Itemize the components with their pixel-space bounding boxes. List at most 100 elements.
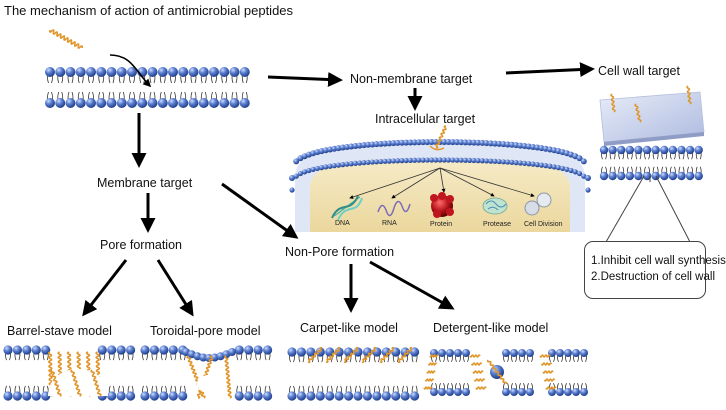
lipid-head bbox=[555, 165, 562, 171]
lipid-head bbox=[45, 67, 55, 77]
lipid-head bbox=[353, 347, 363, 357]
peptides bbox=[47, 29, 692, 399]
peptide-helix bbox=[486, 359, 508, 385]
lipid-head bbox=[107, 391, 117, 401]
lipid-head bbox=[660, 171, 669, 181]
lipid-head bbox=[395, 158, 401, 164]
peptide-helix bbox=[543, 378, 556, 382]
lipid-head bbox=[428, 139, 435, 146]
lipid-head bbox=[608, 145, 617, 155]
cell-wall-effect-1: 1.Inhibit cell wall synthesis bbox=[591, 255, 726, 267]
lipid-head bbox=[209, 67, 219, 77]
label-intracellular-target: Intracellular target bbox=[375, 112, 476, 126]
lipid-head bbox=[362, 391, 373, 401]
cell-wall-edge bbox=[604, 132, 704, 146]
lipid-head bbox=[407, 139, 414, 146]
lipid-head bbox=[3, 391, 13, 401]
lipid-head bbox=[403, 139, 410, 146]
peptide-helix bbox=[424, 378, 435, 382]
lipid-head bbox=[441, 139, 448, 146]
protease-icon bbox=[482, 197, 508, 215]
lipid-head bbox=[149, 391, 160, 401]
lipid-head bbox=[572, 388, 580, 396]
lipid-head bbox=[381, 391, 391, 401]
lipid-head bbox=[293, 158, 300, 165]
lipid-head bbox=[45, 98, 55, 108]
lipid-head bbox=[560, 165, 566, 172]
lipid-head bbox=[462, 157, 468, 163]
lipid-head bbox=[31, 345, 41, 355]
lipid-head bbox=[373, 159, 380, 165]
lipid-head bbox=[178, 391, 188, 401]
arrow-to-non-membrane bbox=[267, 72, 343, 87]
lipid-head bbox=[289, 175, 295, 181]
lipid-head bbox=[685, 171, 695, 181]
lipid-head bbox=[510, 349, 518, 357]
lipid-head bbox=[454, 349, 462, 357]
lipid-head bbox=[168, 391, 178, 401]
lipid-head bbox=[198, 98, 209, 108]
lipid-head bbox=[137, 98, 148, 108]
lipid-head bbox=[420, 139, 427, 146]
lipid-head bbox=[353, 391, 363, 401]
lipid-head bbox=[475, 139, 482, 146]
label-detergent-like-model: Detergent-like model bbox=[433, 321, 549, 335]
lipid-head bbox=[530, 161, 536, 167]
bilayer bbox=[3, 345, 136, 401]
lipid-head bbox=[538, 162, 545, 168]
lipid-head bbox=[127, 67, 137, 77]
lipid-head bbox=[239, 98, 250, 108]
lipid-head bbox=[433, 157, 439, 163]
lipid-head bbox=[453, 139, 460, 146]
arrow-to-toroidal bbox=[156, 259, 194, 317]
lipid-head bbox=[334, 391, 344, 401]
lipid-head bbox=[327, 163, 333, 169]
lipid-head bbox=[97, 345, 107, 355]
arrow-to-cell-wall bbox=[505, 62, 595, 78]
lipid-head bbox=[125, 345, 136, 355]
lipid-head bbox=[198, 67, 209, 77]
lipid-head bbox=[608, 171, 617, 181]
lipid-head bbox=[625, 171, 635, 181]
peptide-helix bbox=[545, 386, 557, 390]
lipid-head bbox=[390, 140, 397, 147]
lipid-head bbox=[12, 391, 23, 401]
lipid-head bbox=[391, 391, 401, 401]
lipid-head bbox=[386, 140, 393, 147]
lipid-head bbox=[209, 98, 219, 108]
label-toroidal-pore-model: Toroidal-pore model bbox=[150, 324, 261, 338]
lipid-head bbox=[228, 348, 236, 356]
label-protein: Protein bbox=[430, 221, 453, 228]
lipid-head bbox=[390, 158, 397, 164]
lipid-head bbox=[219, 98, 230, 108]
lipid-head bbox=[677, 171, 686, 181]
protease-fold bbox=[485, 200, 507, 211]
lipid-head bbox=[361, 160, 367, 166]
lipid-head bbox=[168, 67, 178, 77]
lipid-head bbox=[352, 160, 359, 166]
dna-strand bbox=[337, 197, 363, 221]
lipid-head bbox=[365, 159, 371, 165]
bilayer bbox=[45, 67, 250, 108]
lipid-head bbox=[685, 145, 695, 155]
peptide-helix bbox=[475, 386, 487, 390]
lipid-head bbox=[430, 388, 438, 396]
lipid-head bbox=[22, 345, 32, 355]
lipid-head bbox=[323, 164, 329, 170]
lipid-head bbox=[96, 98, 107, 108]
lipid-head bbox=[319, 165, 325, 171]
peptide-helix bbox=[49, 29, 83, 49]
peptide-helix bbox=[325, 346, 341, 364]
lipid-head bbox=[157, 98, 168, 108]
lipid-head bbox=[296, 391, 307, 401]
lipid-head bbox=[668, 171, 678, 181]
lipid-head bbox=[543, 163, 549, 169]
lipid-head bbox=[450, 157, 456, 163]
lipid-head bbox=[424, 157, 430, 163]
lipid-head bbox=[407, 157, 413, 163]
protein-icon bbox=[430, 192, 454, 218]
arrow-to-detergent bbox=[369, 260, 455, 310]
lipid-head bbox=[526, 388, 534, 396]
lipid-head bbox=[466, 139, 473, 146]
peptide-helix bbox=[542, 370, 554, 374]
